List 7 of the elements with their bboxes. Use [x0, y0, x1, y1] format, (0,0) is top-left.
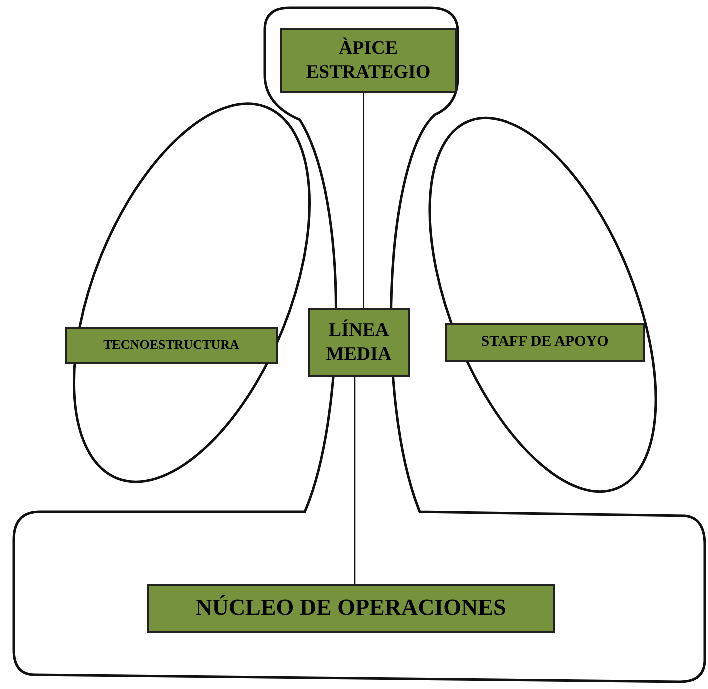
connector-line — [363, 93, 364, 308]
label-box: NÚCLEO DE OPERACIONES — [147, 584, 555, 633]
label-box: STAFF DE APOYO — [445, 323, 645, 362]
connector-line — [354, 377, 356, 584]
label-box: TECNOESTRUCTURA — [65, 327, 278, 364]
label-box: ÀPICE ESTRATEGIO — [280, 28, 457, 93]
label-box: LÍNEA MEDIA — [308, 308, 410, 377]
